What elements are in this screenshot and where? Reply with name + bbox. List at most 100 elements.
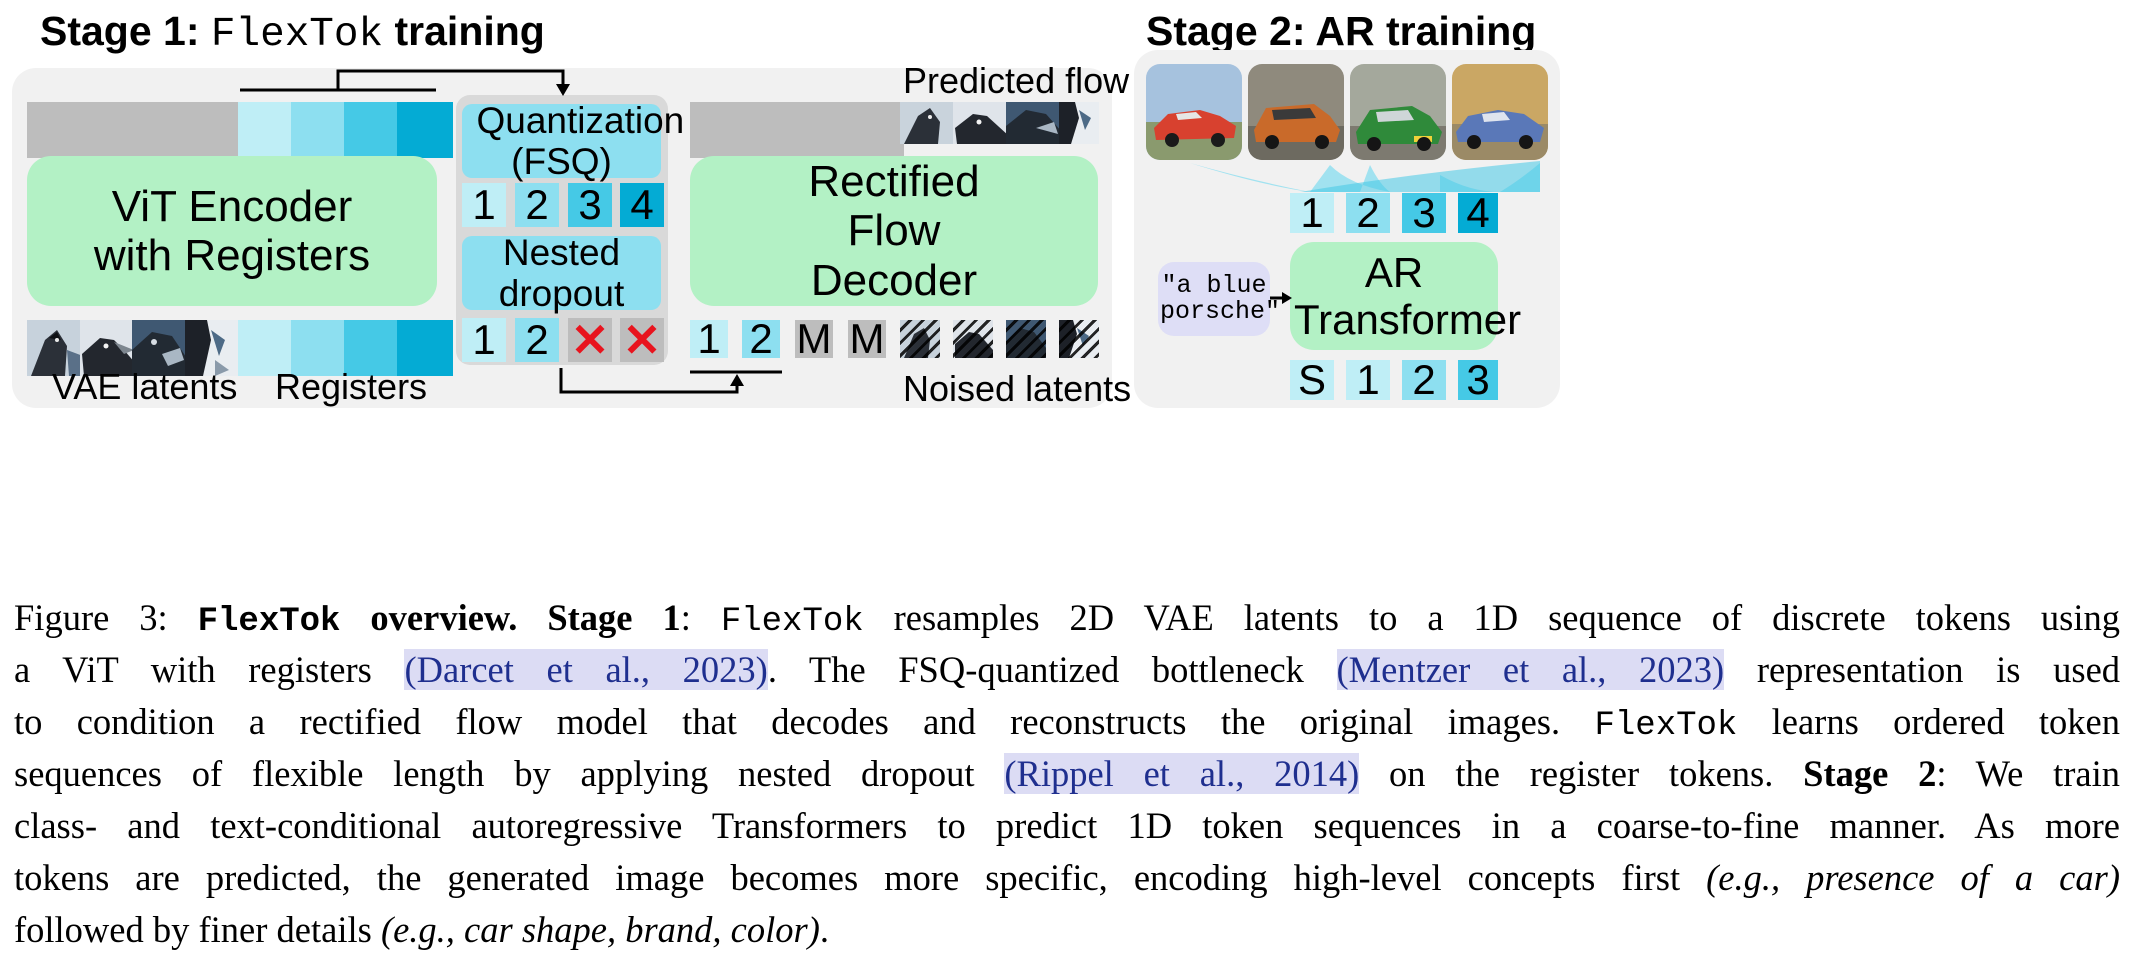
text-prompt-box: "a blue porsche" [1158, 262, 1280, 336]
ar-output-token: 2 [1346, 189, 1390, 236]
ar-output-token: 4 [1458, 189, 1498, 236]
kept-token: 1 [462, 316, 506, 363]
registers-label: Registers [275, 366, 428, 407]
dropped-token-mark: ✕ [568, 314, 612, 366]
encoder-output-register [344, 102, 400, 158]
register-token [344, 320, 400, 376]
vae-latent-thumbnail [132, 320, 188, 376]
register-token [238, 320, 294, 376]
caption-text: FlexTok [720, 603, 864, 641]
noised-latents-label: Noised latents [903, 368, 1132, 409]
predicted-flow-latent [848, 102, 904, 158]
predicted-flow-latent [742, 102, 798, 158]
caption-line: class- and text-conditional autoregressi… [14, 800, 2120, 852]
stage1-title: Stage 1: FlexTok training [40, 8, 545, 58]
caption-text: : [680, 597, 721, 638]
vae-latents-label: VAE latents [52, 366, 238, 407]
register-token [397, 320, 453, 376]
caption-text: learns ordered token [1737, 701, 2121, 742]
noised-latent-thumbnail [900, 320, 940, 358]
mask-token: M [795, 315, 833, 362]
dropped-token-mark: ✕ [620, 314, 664, 366]
generated-car-image [1248, 64, 1344, 160]
ar-output-token: 3 [1402, 189, 1446, 236]
caption-line: to condition a rectified flow model that… [14, 696, 2120, 748]
caption-line: a ViT with registers (Darcet et al., 202… [14, 644, 2120, 696]
caption-text: representation is used [1724, 649, 2121, 690]
encoder-output-register [238, 102, 294, 158]
predicted-flow-thumbnail [1059, 102, 1099, 144]
ar-input-token: 3 [1458, 356, 1498, 403]
noised-latent-thumbnail [1059, 320, 1099, 358]
predicted-flow-thumbnail [953, 102, 1009, 144]
kept-token: 2 [515, 316, 559, 363]
caption-text: . [819, 909, 830, 950]
vae-latent-thumbnail [185, 320, 241, 376]
quantized-token: 3 [568, 181, 612, 228]
caption-text: FlexTok [1594, 707, 1738, 745]
caption-text: followed by finer details [14, 909, 381, 950]
ar-output-token: 1 [1290, 189, 1334, 236]
vae-latent-thumbnail [27, 320, 83, 376]
caption-text: sequences of flexible length by applying… [14, 753, 1005, 794]
quantized-token: 4 [620, 181, 664, 228]
generated-car-image [1350, 64, 1446, 160]
citation-link[interactable]: (Mentzer et al., 2023) [1336, 649, 1725, 690]
predicted-flow-latent [690, 102, 746, 158]
prompt-arrow [1270, 292, 1292, 304]
generated-car-image [1146, 64, 1242, 160]
predicted-flow-latent [795, 102, 851, 158]
predicted-flow-label: Predicted flow [903, 60, 1130, 101]
caption-text: resamples 2D VAE latents to a 1D sequenc… [863, 597, 2120, 638]
encoder-output-register [291, 102, 347, 158]
caption-text: on the register tokens. [1359, 753, 1804, 794]
ar-transformer-box: AR Transformer [1290, 242, 1521, 350]
caption-text: class- and text-conditional autoregressi… [14, 805, 2120, 846]
encoder-output-latent [185, 102, 241, 158]
quantized-token: 2 [515, 181, 559, 228]
nested-dropout-box: Nested dropout [462, 232, 661, 314]
generated-car-image [1452, 64, 1548, 160]
noised-latent-thumbnail [1006, 320, 1046, 358]
vae-latent-thumbnail [80, 320, 136, 376]
decoder-input-token: 2 [742, 315, 780, 362]
predicted-flow-thumbnail [900, 102, 956, 144]
caption-text: to condition a rectified flow model that… [14, 701, 1595, 742]
ar-input-token: 1 [1346, 356, 1390, 403]
predicted-flow-thumbnail [1006, 102, 1062, 144]
encoder-output-latent [80, 102, 136, 158]
citation-link[interactable]: (Darcet et al., 2023) [404, 649, 768, 690]
ar-input-token: S [1290, 356, 1334, 403]
figure-caption: Figure 3: FlexTok overview. Stage 1: Fle… [14, 592, 2120, 956]
caption-text: Stage 2 [1803, 753, 1937, 794]
token-to-image-fan [1190, 161, 1540, 192]
caption-text: tokens are predicted, the generated imag… [14, 857, 1707, 898]
ar-input-token: 2 [1402, 356, 1446, 403]
encoder-output-register [397, 102, 453, 158]
caption-line: Figure 3: FlexTok overview. Stage 1: Fle… [14, 592, 2120, 644]
caption-text: overview. Stage 1 [340, 597, 681, 638]
vit-encoder-box: ViT Encoder with Registers [27, 156, 437, 306]
encoder-output-latent [132, 102, 188, 158]
caption-line: sequences of flexible length by applying… [14, 748, 2120, 800]
encoder-output-latent [27, 102, 83, 158]
caption-line: tokens are predicted, the generated imag… [14, 852, 2120, 904]
noised-latent-thumbnail [953, 320, 993, 358]
caption-line: followed by finer details (e.g., car sha… [14, 904, 2120, 956]
caption-text: . The FSQ-quantized bottleneck [767, 649, 1337, 690]
caption-text: (e.g., presence of a car) [1706, 857, 2120, 898]
rectified-flow-decoder-box: Rectified Flow Decoder [690, 156, 1098, 306]
decoder-input-token: 1 [690, 315, 728, 362]
mask-token: M [848, 315, 886, 362]
quantization-box: Quantization (FSQ) [462, 100, 684, 182]
stage1-arrows [240, 69, 782, 394]
stage2-title: Stage 2: AR training [1146, 8, 1537, 54]
caption-text: FlexTok [197, 603, 341, 641]
register-token [291, 320, 347, 376]
caption-text: Figure 3: [14, 597, 198, 638]
citation-link[interactable]: (Rippel et al., 2014) [1004, 753, 1360, 794]
quantized-token: 1 [462, 181, 506, 228]
caption-text: : We train [1936, 753, 2120, 794]
caption-text: (e.g., car shape, brand, color) [380, 909, 820, 950]
caption-text: a ViT with registers [14, 649, 405, 690]
